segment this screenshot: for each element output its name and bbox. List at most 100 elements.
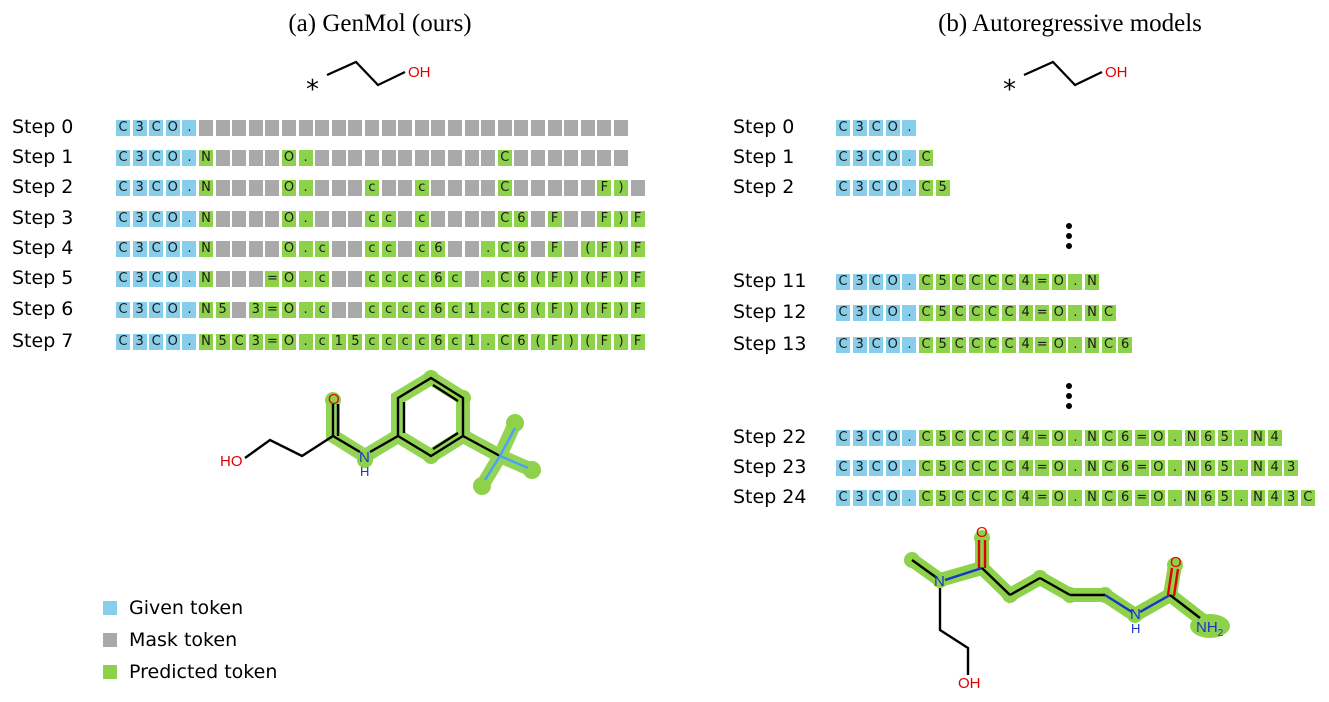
mask-token [348, 211, 363, 227]
predicted-token: C [952, 490, 967, 506]
predicted-token: . [1068, 337, 1083, 353]
step-label: Step 24 [733, 486, 807, 508]
predicted-token: = [265, 302, 280, 318]
step-label: Step 4 [12, 237, 74, 259]
predicted-token: c [315, 241, 330, 257]
mask-token [448, 211, 462, 227]
given-token: C [836, 337, 850, 353]
given-token: 3 [132, 150, 147, 166]
predicted-token: = [265, 271, 280, 287]
predicted-token: C [919, 490, 933, 506]
predicted-token: C [985, 274, 1000, 290]
predicted-token: = [1035, 305, 1050, 321]
predicted-token: N [199, 180, 213, 196]
mask-token [464, 271, 479, 287]
mask-token [580, 120, 595, 136]
predicted-token: c [365, 271, 379, 287]
predicted-token: ) [614, 271, 628, 287]
predicted-token: O [282, 302, 296, 318]
given-token: 3 [132, 271, 147, 287]
predicted-token: 5 [215, 302, 230, 318]
predicted-token: 3 [248, 334, 263, 350]
mask-token [531, 180, 545, 196]
mask-token [481, 211, 496, 227]
mask-token [398, 241, 413, 257]
predicted-token: O [1051, 490, 1066, 506]
predicted-token: C [985, 490, 1000, 506]
given-token: . [902, 150, 917, 166]
mask-token [448, 241, 462, 257]
given-token: O [885, 460, 900, 476]
given-token: . [902, 120, 917, 136]
predicted-token: O [282, 150, 296, 166]
panel-b-molecule: O O N N H NH2 OH [904, 524, 1230, 692]
given-token: . [902, 337, 917, 353]
given-token: 3 [852, 430, 867, 446]
given-token: C [836, 430, 850, 446]
predicted-token: 5 [935, 430, 950, 446]
fragment-oh: OH [408, 64, 431, 81]
given-token: C [149, 334, 164, 350]
mask-token [531, 120, 545, 136]
predicted-token: F [547, 302, 562, 318]
predicted-token: c [398, 302, 413, 318]
mask-token [348, 241, 363, 257]
predicted-token: C [968, 305, 983, 321]
fragment-star: * [1003, 75, 1016, 105]
given-token: . [902, 490, 917, 506]
mask-token [431, 211, 446, 227]
predicted-token: C [497, 211, 512, 227]
predicted-token: c [448, 334, 462, 350]
predicted-token: . [1168, 460, 1182, 476]
given-token: C [116, 302, 130, 318]
predicted-token: C [1002, 460, 1016, 476]
predicted-token: = [1134, 430, 1149, 446]
predicted-token: c [381, 334, 396, 350]
legend-swatch-mask [103, 633, 117, 647]
predicted-token: 1 [464, 302, 479, 318]
legend-swatch-given [103, 601, 117, 615]
predicted-token: ) [564, 302, 579, 318]
predicted-token: C [952, 430, 967, 446]
mask-token [232, 302, 247, 318]
predicted-token: ( [580, 241, 595, 257]
given-token: O [885, 274, 900, 290]
mask-token [564, 211, 579, 227]
predicted-token: 4 [1018, 305, 1033, 321]
predicted-token: c [414, 271, 429, 287]
predicted-token: C [919, 180, 933, 196]
mask-token [232, 271, 247, 287]
predicted-token: c [381, 211, 396, 227]
mask-token [248, 120, 263, 136]
predicted-token: . [298, 241, 313, 257]
predicted-token: ( [580, 271, 595, 287]
predicted-token: . [481, 241, 496, 257]
predicted-token: C [985, 430, 1000, 446]
predicted-token: C [968, 430, 983, 446]
predicted-token: C [497, 180, 512, 196]
given-token: O [165, 120, 180, 136]
mask-token [215, 271, 230, 287]
given-token: 3 [132, 120, 147, 136]
given-token: . [182, 241, 197, 257]
predicted-token: ) [614, 180, 628, 196]
mask-token [564, 241, 579, 257]
predicted-token: 6 [514, 241, 529, 257]
mask-token [215, 150, 230, 166]
mask-token [398, 150, 413, 166]
mask-token [365, 120, 379, 136]
given-token: . [182, 211, 197, 227]
given-token: C [116, 334, 130, 350]
predicted-token: 3 [1284, 460, 1299, 476]
predicted-token: F [597, 302, 612, 318]
given-token: O [165, 271, 180, 287]
given-token: 3 [132, 302, 147, 318]
predicted-token: . [1234, 430, 1249, 446]
given-token: . [182, 271, 197, 287]
mask-token [365, 150, 379, 166]
given-token: O [885, 490, 900, 506]
predicted-token: ) [564, 271, 579, 287]
step-label: Step 6 [12, 298, 74, 320]
predicted-token: C [1002, 274, 1016, 290]
predicted-token: c [381, 302, 396, 318]
